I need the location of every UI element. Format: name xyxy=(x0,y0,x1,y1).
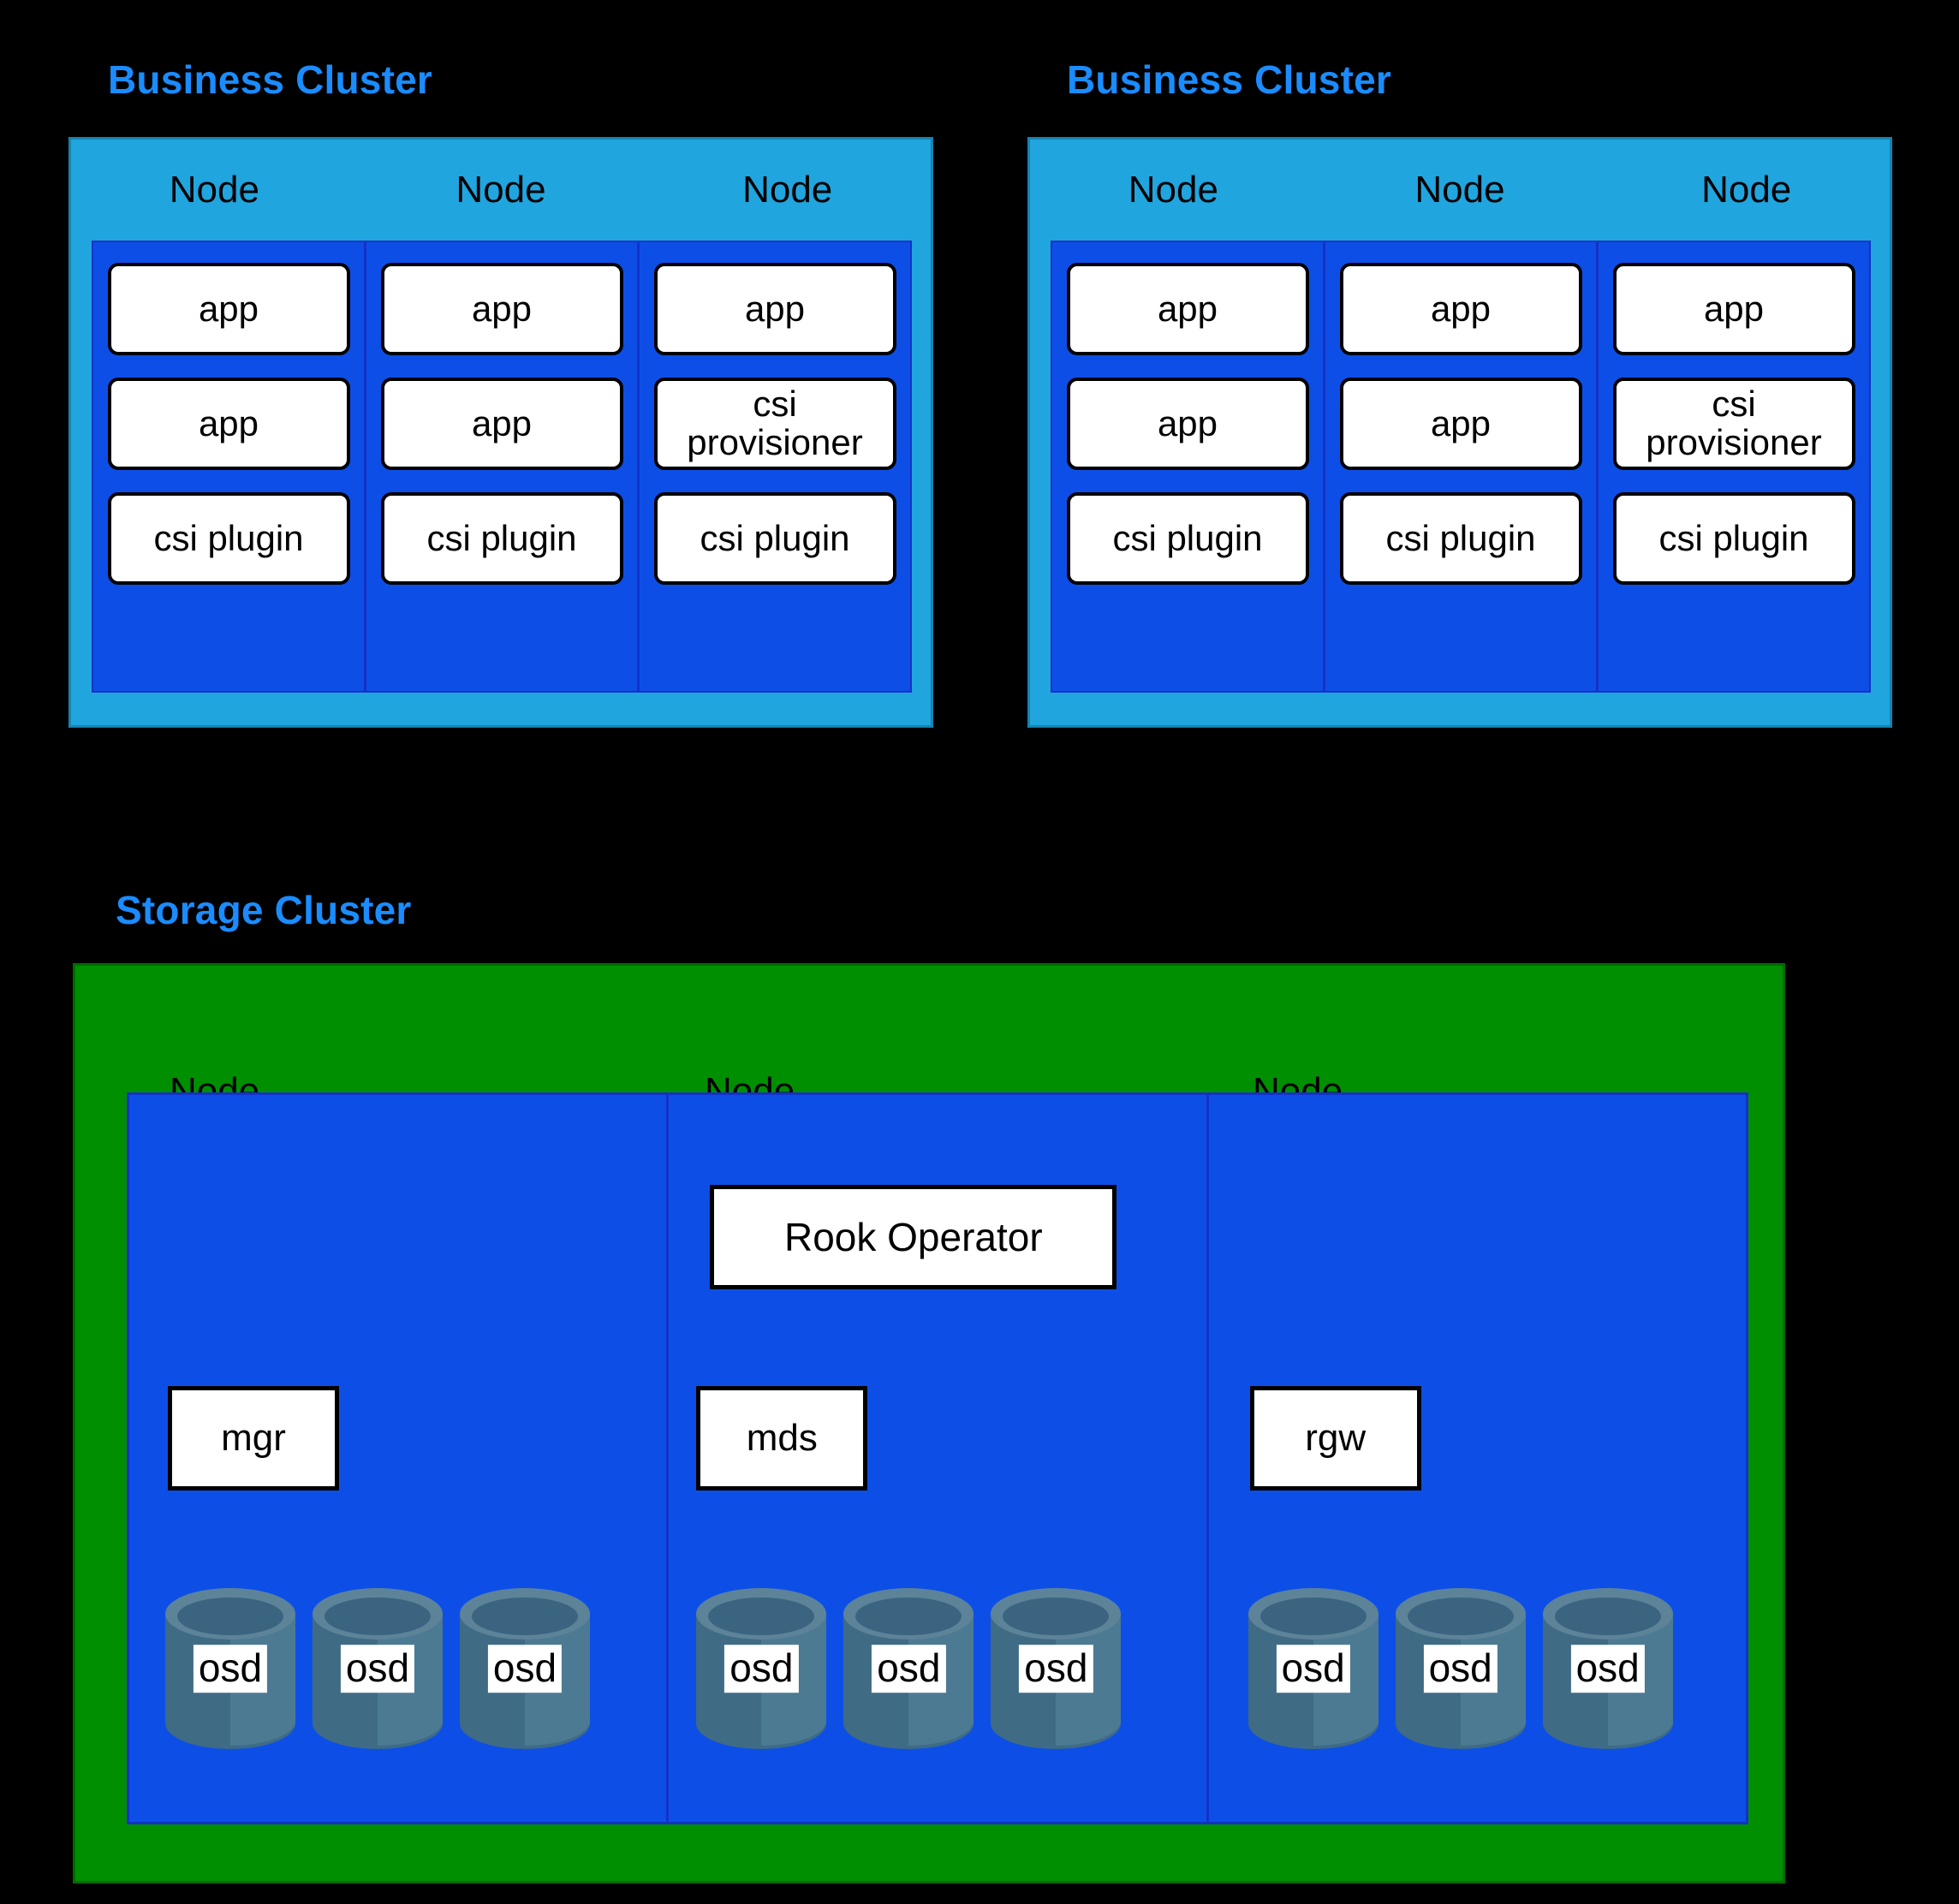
osd-cylinder[interactable]: osd xyxy=(456,1583,593,1754)
service-mgr[interactable]: mgr xyxy=(168,1386,339,1490)
node-label: Node xyxy=(742,169,833,211)
osd-label: osd xyxy=(193,1645,268,1693)
storage-cluster-node-labels: Node Node Node xyxy=(75,966,1783,1145)
pod-csi-plugin[interactable]: csi plugin xyxy=(107,492,350,585)
osd-cylinder[interactable]: osd xyxy=(162,1583,299,1754)
osd-cylinder[interactable]: osd xyxy=(693,1583,830,1754)
pod-csi-plugin[interactable]: csi plugin xyxy=(1612,492,1855,585)
osd-label: osd xyxy=(872,1645,946,1693)
storage-node-grid: mon mgr osd xyxy=(127,1092,1748,1824)
pod-csi-plugin[interactable]: csi plugin xyxy=(653,492,896,585)
pod-app[interactable]: app xyxy=(1612,263,1855,355)
osd-row: osd osd xyxy=(1245,1583,1676,1754)
business-cluster-2: Node Node Node app app csi plugin app ap… xyxy=(1027,137,1892,728)
service-mds[interactable]: mds xyxy=(696,1386,868,1490)
pod-app[interactable]: app xyxy=(1339,378,1582,470)
osd-label: osd xyxy=(1019,1645,1093,1693)
osd-label: osd xyxy=(487,1645,563,1693)
osd-cylinder[interactable]: osd xyxy=(309,1583,446,1754)
osd-label: osd xyxy=(1276,1645,1350,1693)
osd-cylinder[interactable]: osd xyxy=(1392,1583,1529,1754)
business-cluster-1-node-grid: app app csi plugin app app csi plugin ap… xyxy=(92,241,912,693)
storage-node-column: Rook Operator mon mds osd xyxy=(669,1095,1209,1822)
osd-cylinder[interactable]: osd xyxy=(987,1583,1124,1754)
node-label: Node xyxy=(1128,169,1218,211)
pod-app[interactable]: app xyxy=(1066,263,1309,355)
business-cluster-2-node-grid: app app csi plugin app app csi plugin ap… xyxy=(1051,241,1871,693)
rook-operator-box[interactable]: Rook Operator xyxy=(710,1185,1117,1289)
osd-label: osd xyxy=(340,1645,415,1693)
storage-cluster-title: Storage Cluster xyxy=(116,888,412,932)
business-cluster-2-node-labels: Node Node Node xyxy=(1030,140,1890,241)
pod-app[interactable]: app xyxy=(107,263,350,355)
osd-cylinder[interactable]: osd xyxy=(1245,1583,1382,1754)
business-cluster-1-title: Business Cluster xyxy=(108,57,432,102)
business-cluster-1-node-labels: Node Node Node xyxy=(71,140,931,241)
osd-cylinder[interactable]: osd xyxy=(1539,1583,1676,1754)
node-column: app app csi plugin xyxy=(1325,242,1599,691)
osd-row: osd osd xyxy=(693,1583,1124,1754)
node-label: Node xyxy=(456,169,546,211)
pod-app[interactable]: app xyxy=(1339,263,1582,355)
node-column: app app csi plugin xyxy=(93,242,366,691)
pod-app[interactable]: app xyxy=(380,378,623,470)
node-column: app app csi plugin xyxy=(366,242,640,691)
node-label: Node xyxy=(169,169,259,211)
pod-app[interactable]: app xyxy=(1066,378,1309,470)
node-label: Node xyxy=(1701,169,1792,211)
storage-node-column: mon rgw osd xyxy=(1209,1095,1746,1822)
pod-csi-plugin[interactable]: csi plugin xyxy=(1339,492,1582,585)
storage-node-column: mon mgr osd xyxy=(129,1095,670,1822)
service-rgw[interactable]: rgw xyxy=(1249,1386,1421,1490)
pod-csi-plugin[interactable]: csi plugin xyxy=(380,492,623,585)
osd-label: osd xyxy=(724,1645,799,1693)
osd-label: osd xyxy=(1570,1645,1645,1693)
pod-csi-plugin[interactable]: csi plugin xyxy=(1066,492,1309,585)
business-cluster-1: Node Node Node app app csi plugin app ap… xyxy=(68,137,933,728)
pod-app[interactable]: app xyxy=(380,263,623,355)
business-cluster-2-title: Business Cluster xyxy=(1067,57,1391,102)
storage-cluster: Node Node Node mon mgr xyxy=(73,963,1785,1883)
node-column: app app csi plugin xyxy=(1052,242,1325,691)
osd-cylinder[interactable]: osd xyxy=(840,1583,977,1754)
pod-app[interactable]: app xyxy=(107,378,350,470)
osd-row: osd osd xyxy=(162,1583,593,1754)
node-label: Node xyxy=(1414,169,1505,211)
pod-app[interactable]: app xyxy=(653,263,896,355)
osd-label: osd xyxy=(1423,1645,1498,1693)
